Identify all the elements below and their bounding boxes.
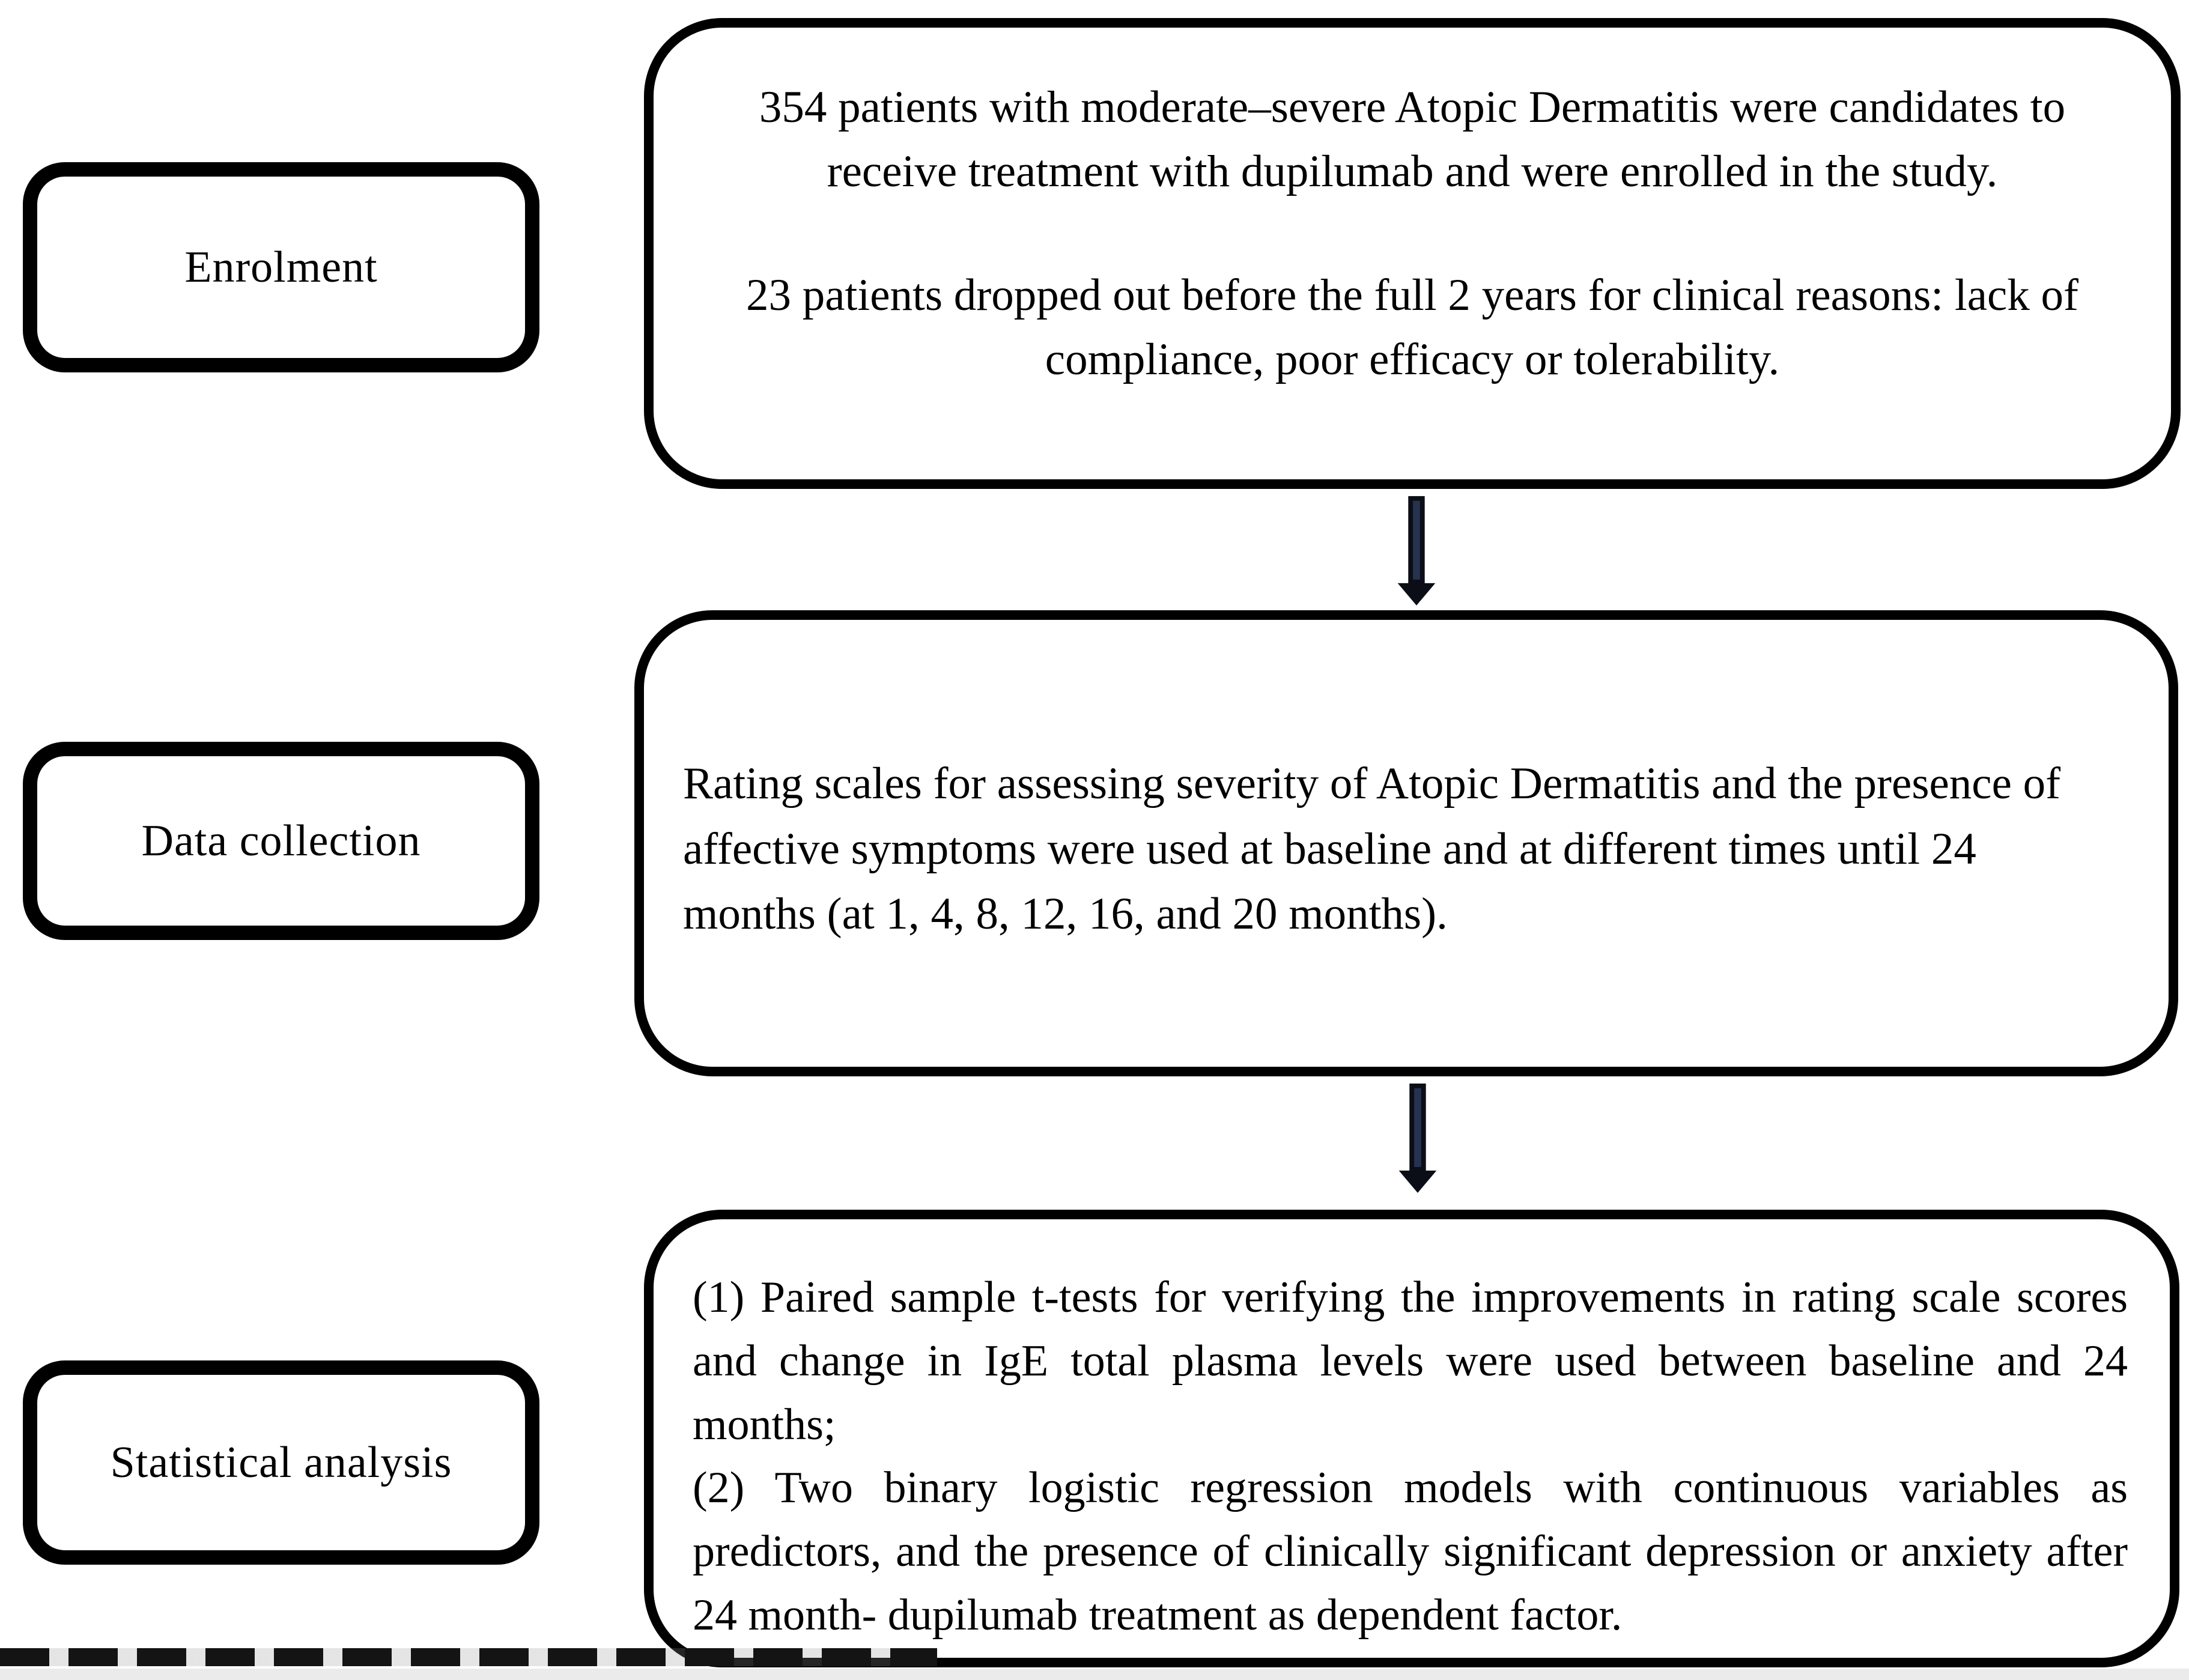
arrow-down-icon bbox=[1398, 1083, 1437, 1193]
stage-detail-paragraph: 354 patients with moderate–severe Atopic… bbox=[759, 82, 2066, 196]
stage-detail-paragraph: 23 patients dropped out before the full … bbox=[746, 270, 2078, 384]
scan-artifact-strip bbox=[0, 1669, 2189, 1680]
stage-detail-paragraph: Rating scales for assessing severity of … bbox=[683, 758, 2061, 939]
stage-label: Statistical analysis bbox=[110, 1437, 452, 1487]
scan-artifact-dashes bbox=[0, 1648, 937, 1666]
stage-label: Data collection bbox=[141, 816, 421, 866]
stage-details-box-statistical-analysis: (1) Paired sample t-tests for verifying … bbox=[644, 1210, 2179, 1667]
stage-label-box-statistical-analysis: Statistical analysis bbox=[23, 1360, 539, 1565]
stage-label: Enrolment bbox=[184, 242, 378, 292]
flow-arrow-1 bbox=[1380, 495, 1453, 607]
stage-detail-paragraph: (1) Paired sample t-tests for verifying … bbox=[693, 1273, 2128, 1449]
stage-details-box-enrolment: 354 patients with moderate–severe Atopic… bbox=[644, 18, 2181, 489]
stage-label-box-data-collection: Data collection bbox=[23, 742, 539, 940]
stage-detail-paragraph: (2) Two binary logistic regression model… bbox=[693, 1463, 2128, 1640]
arrow-down-icon bbox=[1397, 496, 1436, 606]
stage-details-box-data-collection: Rating scales for assessing severity of … bbox=[634, 610, 2178, 1076]
flow-arrow-2 bbox=[1382, 1082, 1454, 1194]
stage-label-box-enrolment: Enrolment bbox=[23, 162, 539, 372]
